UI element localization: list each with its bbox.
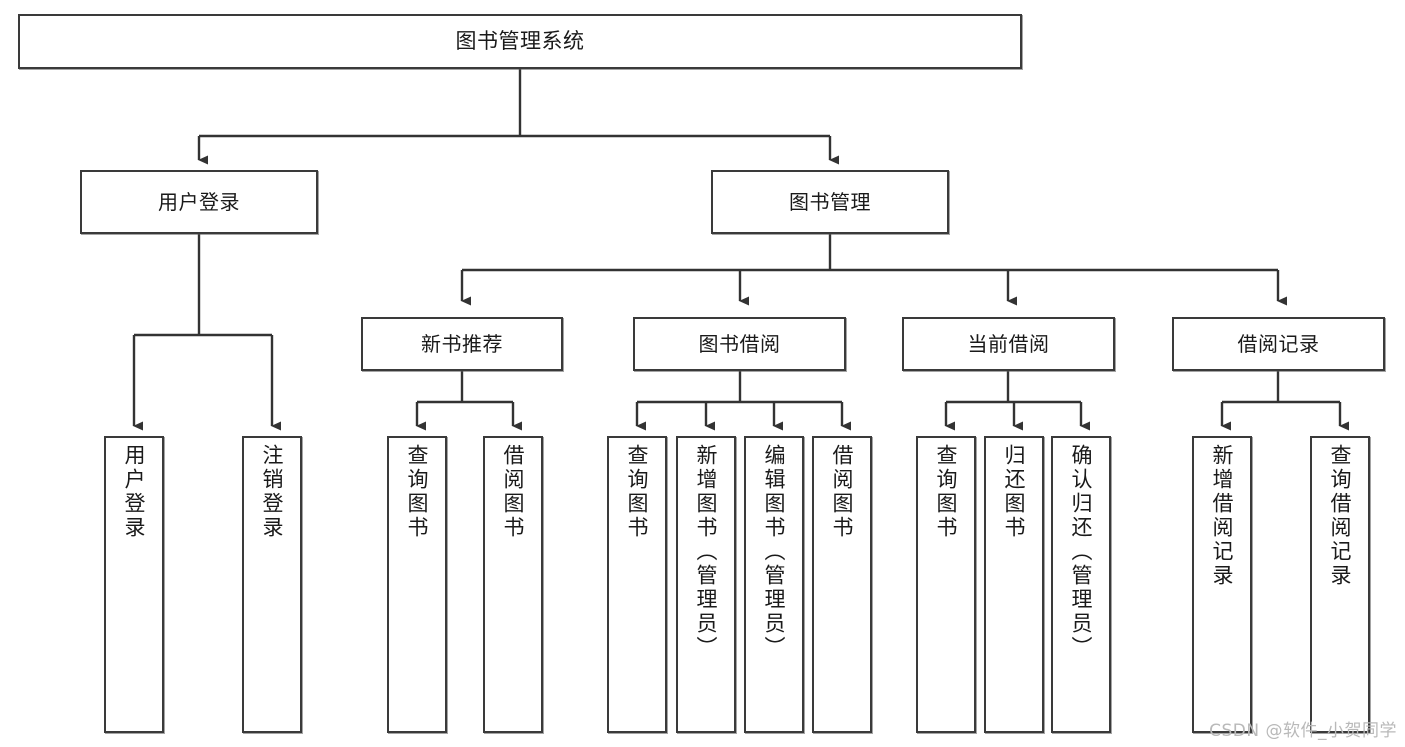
node-leaf-query-book-recommend[interactable]: 查询图书 <box>387 436 447 733</box>
node-current-borrow[interactable]: 当前借阅 <box>902 317 1115 371</box>
node-label: 注销登录 <box>260 444 285 540</box>
node-label: 借阅图书 <box>830 444 855 540</box>
node-label: 编辑图书（管理员） <box>762 444 787 660</box>
node-leaf-query-book-current[interactable]: 查询图书 <box>916 436 976 733</box>
node-leaf-user-logout[interactable]: 注销登录 <box>242 436 302 733</box>
node-root-system[interactable]: 图书管理系统 <box>18 14 1022 69</box>
csdn-watermark: CSDN @软件_小贺同学 <box>1209 721 1397 741</box>
node-label: 图书借阅 <box>698 331 781 356</box>
node-label: 当前借阅 <box>967 331 1050 356</box>
node-leaf-add-record[interactable]: 新增借阅记录 <box>1192 436 1252 733</box>
node-label: 用户登录 <box>122 444 147 540</box>
node-leaf-borrow-book[interactable]: 借阅图书 <box>812 436 872 733</box>
node-leaf-query-book-borrow[interactable]: 查询图书 <box>607 436 667 733</box>
node-label: 查询图书 <box>934 444 959 540</box>
node-label: 查询借阅记录 <box>1328 444 1353 588</box>
node-book-manage[interactable]: 图书管理 <box>711 170 949 234</box>
node-leaf-edit-book[interactable]: 编辑图书（管理员） <box>744 436 804 733</box>
node-label: 用户登录 <box>158 189 240 214</box>
node-leaf-add-book[interactable]: 新增图书（管理员） <box>676 436 736 733</box>
node-borrow-record[interactable]: 借阅记录 <box>1172 317 1385 371</box>
node-label: 查询图书 <box>625 444 650 540</box>
node-label: 新增借阅记录 <box>1210 444 1235 588</box>
node-label: 归还图书 <box>1002 444 1027 540</box>
node-new-book-recommend[interactable]: 新书推荐 <box>361 317 563 371</box>
node-label: 确认归还（管理员） <box>1069 444 1094 660</box>
node-label: 图书管理系统 <box>455 28 585 53</box>
node-leaf-confirm-return[interactable]: 确认归还（管理员） <box>1051 436 1111 733</box>
node-user-login[interactable]: 用户登录 <box>80 170 318 234</box>
node-label: 借阅图书 <box>501 444 526 540</box>
node-leaf-return-book[interactable]: 归还图书 <box>984 436 1044 733</box>
node-book-borrow[interactable]: 图书借阅 <box>633 317 846 371</box>
node-label: 借阅记录 <box>1237 331 1320 356</box>
node-label: 新增图书（管理员） <box>694 444 719 660</box>
node-label: 查询图书 <box>405 444 430 540</box>
node-label: 图书管理 <box>789 189 871 214</box>
node-label: 新书推荐 <box>421 331 503 356</box>
node-leaf-borrow-book-recommend[interactable]: 借阅图书 <box>483 436 543 733</box>
node-leaf-user-login[interactable]: 用户登录 <box>104 436 164 733</box>
node-leaf-query-record[interactable]: 查询借阅记录 <box>1310 436 1370 733</box>
